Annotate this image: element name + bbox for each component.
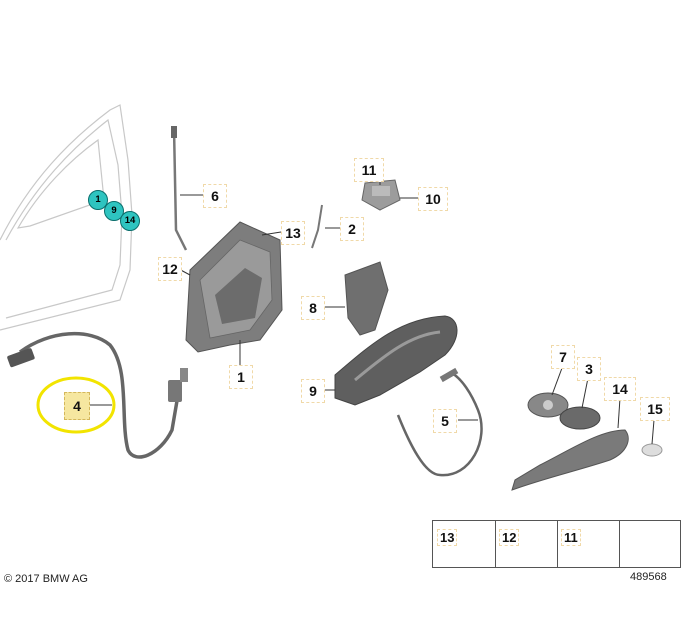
callout-part-8[interactable]: 8 <box>301 296 325 320</box>
legend-label-11: 11 <box>561 529 581 546</box>
legend-cell-12[interactable]: 12 <box>495 521 558 567</box>
fastener-legend: 13 12 11 <box>432 520 681 568</box>
cover-part-3[interactable] <box>559 406 601 430</box>
legend-cell-arrow <box>619 521 679 567</box>
callout-part-2[interactable]: 2 <box>340 217 364 241</box>
callout-part-14[interactable]: 14 <box>604 377 636 401</box>
callout-part-1[interactable]: 1 <box>229 365 253 389</box>
callout-part-13[interactable]: 13 <box>281 221 305 245</box>
cap-part-7[interactable] <box>527 392 569 418</box>
callout-part-11[interactable]: 11 <box>354 158 384 182</box>
copyright-text: © 2017 BMW AG <box>4 573 88 585</box>
cap-part-15[interactable] <box>641 443 663 457</box>
callout-part-7[interactable]: 7 <box>551 345 575 369</box>
callout-part-15[interactable]: 15 <box>640 397 670 421</box>
legend-cell-11[interactable]: 11 <box>557 521 620 567</box>
legend-cell-13[interactable]: 13 <box>433 521 496 567</box>
callout-part-10[interactable]: 10 <box>418 187 448 211</box>
door-outline <box>0 104 133 331</box>
callout-part-5[interactable]: 5 <box>433 409 457 433</box>
handle-part-14[interactable] <box>511 429 629 491</box>
rod-part-6[interactable] <box>171 126 188 251</box>
door-marker-1[interactable]: 1 <box>88 190 108 210</box>
legend-label-13: 13 <box>437 529 458 546</box>
handle-carrier-part-9[interactable] <box>334 315 458 406</box>
cable-part-4[interactable] <box>7 331 188 459</box>
cable-part-5[interactable] <box>396 367 483 477</box>
bracket-part-8[interactable] <box>344 261 389 336</box>
highlight-ring <box>36 376 116 434</box>
door-marker-14[interactable]: 14 <box>120 211 140 231</box>
legend-label-12: 12 <box>499 529 520 546</box>
diagram-id: 489568 <box>630 571 667 583</box>
lock-part-1[interactable] <box>185 221 283 353</box>
callout-part-12[interactable]: 12 <box>158 257 182 281</box>
callout-part-9[interactable]: 9 <box>301 379 325 403</box>
callout-part-4[interactable]: 4 <box>64 392 90 420</box>
callout-part-6[interactable]: 6 <box>203 184 227 208</box>
rod-part-2[interactable] <box>311 204 323 249</box>
callout-part-3[interactable]: 3 <box>577 357 601 381</box>
door-marker-9[interactable]: 9 <box>104 201 124 221</box>
striker-part-10[interactable] <box>361 179 401 211</box>
